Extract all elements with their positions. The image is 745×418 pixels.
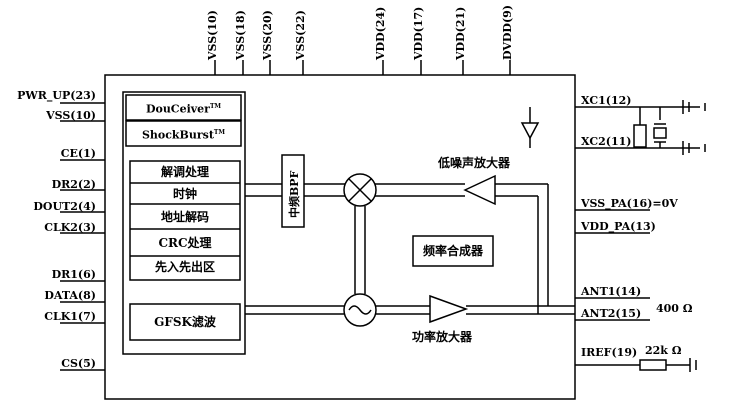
left-pin-label: VSS(10) [46, 109, 96, 122]
left-pin-label: DATA(8) [44, 289, 96, 302]
shockburst-label: ShockBurstTM [141, 128, 226, 142]
top-pin-label: DVDD(9) [501, 4, 514, 60]
fifo-label: 先入先出区 [154, 260, 215, 274]
chip-outline [104, 74, 576, 400]
top-pin-label: VSS(20) [261, 10, 274, 60]
processing-box [129, 160, 241, 281]
demod-label: 解调处理 [160, 165, 209, 179]
gfsk-label: GFSK滤波 [154, 315, 216, 329]
pa-symbol [429, 294, 469, 324]
right-pin-label: XC2(11) [581, 135, 632, 148]
left-pin-label: DR2(2) [51, 178, 96, 191]
digital-block [122, 91, 246, 355]
right-pin-label: VSS_PA(16)=0V [581, 197, 678, 210]
lna-symbol [463, 174, 496, 206]
left-pin-label: DR1(6) [51, 268, 96, 281]
left-pin-label: CLK2(3) [44, 221, 96, 234]
right-pin-label: ANT2(15) [581, 307, 642, 320]
crc-label: CRC处理 [158, 236, 212, 250]
left-pin-label: CS(5) [61, 357, 96, 370]
top-pin-label: VSS(10) [206, 10, 219, 60]
iref-resistor-label: 22k Ω [645, 344, 682, 357]
left-pin-label: DOUT2(4) [33, 200, 96, 213]
top-pin-label: VSS(22) [294, 10, 307, 60]
lna-label: 低噪声放大器 [438, 156, 511, 170]
right-pin-label: XC1(12) [581, 94, 632, 107]
top-pin-label: VDD(24) [374, 6, 387, 60]
douceiver-label: DouCeiverTM [145, 102, 222, 116]
right-pin-label: VDD_PA(13) [581, 220, 656, 233]
top-pin-label: VSS(18) [234, 10, 247, 60]
clock-label: 时钟 [172, 187, 197, 201]
synth-label: 频率合成器 [422, 244, 483, 258]
top-pin-label: VDD(21) [454, 6, 467, 60]
left-pin-label: PWR_UP(23) [17, 89, 96, 102]
top-pin-label: VDD(17) [412, 6, 425, 60]
right-pin-label: ANT1(14) [581, 285, 642, 298]
right-pin-label: IREF(19) [581, 346, 638, 359]
left-pin-label: CLK1(7) [44, 310, 96, 323]
synth-box [412, 235, 494, 267]
gfsk-box [129, 303, 241, 341]
addr-decode-label: 地址解码 [160, 210, 209, 224]
pa-label: 功率放大器 [412, 330, 473, 344]
douceiver-box [125, 94, 242, 121]
if-bpf-label: 中频BPF [288, 170, 301, 218]
ant-resistor-label: 400 Ω [656, 302, 693, 315]
shockburst-box [125, 120, 242, 147]
oscillator-symbol [343, 293, 377, 327]
left-pin-label: CE(1) [60, 147, 96, 160]
mixer-symbol [343, 173, 377, 207]
if-bpf-box [281, 154, 305, 228]
